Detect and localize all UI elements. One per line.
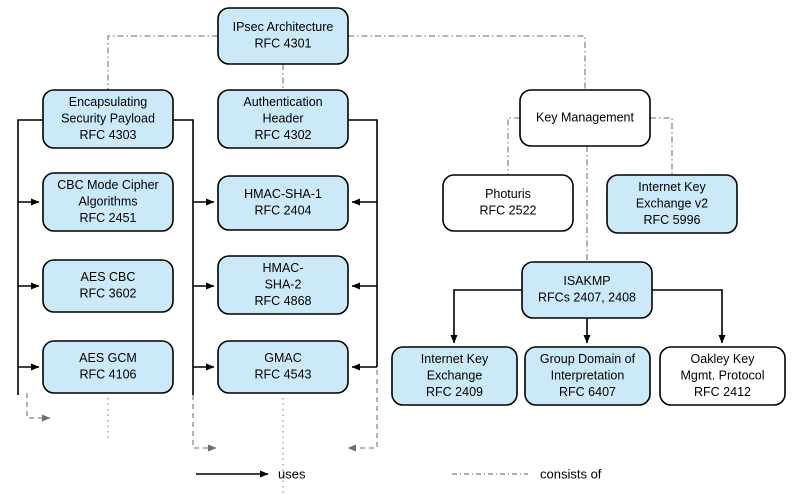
uses-edges	[17, 119, 726, 395]
node-gmac-line-1: RFC 4543	[255, 368, 312, 382]
node-ikev2-line-0: Internet Key	[638, 180, 706, 194]
node-oakley-line-2: RFC 2412	[694, 385, 751, 399]
edge-keymgmt-to-photuris	[507, 117, 520, 175]
node-isakmp-line-1: RFCs 2407, 2408	[538, 291, 636, 305]
stub-left-bracket	[26, 393, 51, 422]
stub-middle-bracket	[192, 395, 217, 452]
node-aescbc-shape[interactable]	[42, 259, 174, 313]
node-gmac-shape[interactable]	[217, 340, 349, 394]
node-photuris-line-1: RFC 2522	[480, 204, 537, 218]
node-esp-line-1: Security Payload	[61, 111, 155, 125]
node-gmac-line-0: GMAC	[264, 351, 302, 365]
edge-ipsec-to-esp	[107, 35, 218, 90]
node-cbc-line-1: Algorithms	[78, 194, 137, 208]
node-aescbc[interactable]: AES CBC RFC 3602	[42, 259, 174, 313]
edge-esp-right-bus	[173, 119, 194, 395]
node-keymgmt[interactable]: Key Management	[519, 89, 651, 147]
edge-esp-left-bus	[17, 119, 43, 395]
node-aesgcm-line-1: RFC 4106	[80, 368, 137, 382]
node-ah-line-2: RFC 4302	[255, 128, 312, 142]
node-ike-shape[interactable]	[391, 346, 518, 406]
node-esp-shape[interactable]	[42, 89, 174, 149]
node-aesgcm-shape[interactable]	[42, 340, 174, 394]
node-cbc-shape[interactable]	[42, 172, 174, 232]
node-photuris-line-0: Photuris	[485, 187, 531, 201]
node-hmac2-line-2: RFC 4868	[255, 294, 312, 308]
node-ike-line-1: Exchange	[427, 368, 483, 382]
node-isakmp-shape[interactable]	[521, 261, 653, 319]
node-ikev2-line-1: Exchange v2	[636, 196, 708, 210]
node-esp-line-0: Encapsulating	[69, 95, 148, 109]
node-ikev2-line-2: RFC 5996	[644, 213, 701, 227]
node-hmac2-line-1: SHA-2	[265, 277, 302, 291]
node-oakley-line-0: Oakley Key	[691, 352, 756, 366]
node-ike-line-0: Internet Key	[421, 352, 489, 366]
node-cbc-line-0: CBC Mode Cipher	[57, 178, 158, 192]
edge-isakmp-to-ike	[450, 289, 522, 344]
legend: uses consists of	[196, 466, 602, 481]
node-ipsec-shape[interactable]	[217, 7, 349, 65]
node-isakmp-line-0: ISAKMP	[563, 274, 610, 288]
edge-isakmp-to-oakley	[652, 289, 726, 344]
node-ipsec-line-1: RFC 4301	[255, 37, 312, 51]
node-isakmp[interactable]: ISAKMP RFCs 2407, 2408	[521, 261, 653, 319]
node-photuris-shape[interactable]	[442, 174, 574, 232]
edge-keymgmt-to-ikev2	[650, 117, 673, 175]
node-gmac[interactable]: GMAC RFC 4543	[217, 340, 349, 394]
node-aesgcm-line-0: AES GCM	[79, 351, 137, 365]
node-hmac1-shape[interactable]	[217, 175, 349, 231]
node-ah-shape[interactable]	[217, 89, 349, 149]
node-aescbc-line-1: RFC 3602	[80, 287, 137, 301]
edge-ipsec-to-keymgmt	[348, 35, 586, 90]
node-hmac2-shape[interactable]	[217, 255, 349, 315]
node-gdoi-line-1: Interpretation	[551, 368, 625, 382]
node-aesgcm[interactable]: AES GCM RFC 4106	[42, 340, 174, 394]
consists-of-edges	[107, 35, 673, 262]
node-gdoi-shape[interactable]	[524, 346, 651, 406]
node-hmac1-line-1: RFC 2404	[255, 204, 312, 218]
node-hmac2-line-0: HMAC-	[263, 261, 304, 275]
node-gdoi-line-2: RFC 6407	[559, 385, 616, 399]
node-ah-line-0: Authentication	[243, 95, 322, 109]
trailing-stubs	[26, 370, 378, 493]
edge-ah-right-bus	[348, 119, 378, 367]
node-aescbc-line-0: AES CBC	[81, 270, 136, 284]
node-oakley-shape[interactable]	[659, 346, 786, 406]
node-esp-line-2: RFC 4303	[80, 128, 137, 142]
node-ike-line-2: RFC 2409	[426, 385, 483, 399]
node-keymgmt-shape[interactable]	[519, 89, 651, 147]
stub-right-bracket	[347, 370, 378, 452]
node-keymgmt-line-0: Key Management	[536, 110, 635, 124]
node-ikev2-shape[interactable]	[606, 174, 738, 234]
node-gdoi-line-0: Group Domain of	[540, 352, 636, 366]
legend-uses-label: uses	[278, 466, 306, 481]
node-ah-line-1: Header	[263, 111, 304, 125]
node-ipsec-line-0: IPsec Architecture	[233, 20, 334, 34]
node-oakley-line-1: Mgmt. Protocol	[680, 368, 764, 382]
node-hmac1-line-0: HMAC-SHA-1	[244, 187, 322, 201]
node-cbc-line-2: RFC 2451	[80, 211, 137, 225]
legend-consists-label: consists of	[540, 466, 602, 481]
